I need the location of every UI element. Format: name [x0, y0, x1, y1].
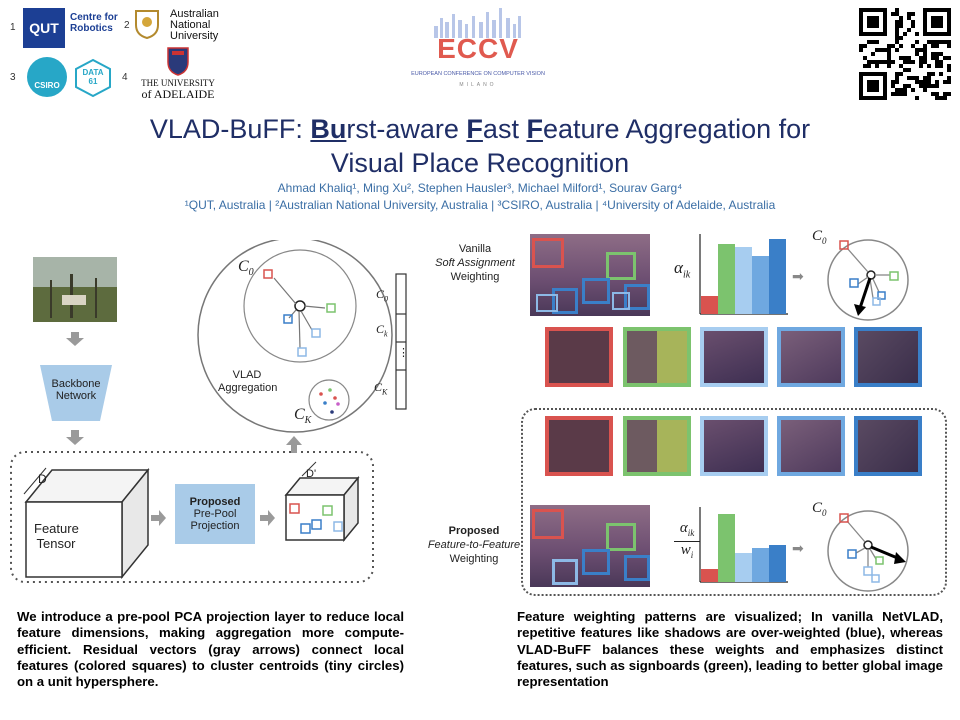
adelaide-logo-text: THE UNIVERSITY of ADELAIDE: [141, 78, 215, 101]
c0-label-vanilla: C0: [812, 228, 827, 246]
proposed-weight-chart: [699, 507, 788, 583]
vanilla-centroid-diagram: [827, 239, 909, 321]
arrow-up-icon: [286, 436, 302, 453]
arrow-down-icon: [66, 332, 84, 346]
qut-logo: QUT: [23, 8, 65, 48]
proposed-scene-image: [530, 505, 650, 587]
paper-title: VLAD-BuFF: Burst-aware Fast Feature Aggr…: [149, 114, 811, 178]
proposed-weighting-label: Proposed Feature-to-Feature Weighting: [427, 525, 521, 565]
arrow-right-icon: [151, 510, 166, 526]
csiro-logo: CSIRO: [27, 57, 67, 97]
vector-ellipsis: ⋮: [398, 347, 409, 359]
ck-centroid-label: CK: [294, 406, 312, 427]
adelaide-crest-icon: [167, 47, 189, 76]
data61-hexagon-icon: [75, 58, 111, 98]
alpha-over-w-label: αik wi: [674, 520, 700, 563]
arrow-right-icon: [260, 510, 275, 526]
proposed-centroid-diagram: [827, 510, 909, 592]
vanilla-weight-chart: [699, 234, 788, 315]
affiliations: ¹QUT, Australia | ²Australian National U…: [184, 198, 776, 212]
vanilla-scene-image: [530, 234, 650, 316]
c0-centroid-label: C0: [238, 258, 254, 279]
alpha-ik-label: αik: [674, 258, 691, 281]
vector-ck-label: Ck: [376, 322, 388, 339]
right-caption: Feature weighting patterns are visualize…: [517, 609, 943, 690]
anu-crest-icon: [135, 10, 159, 39]
eccv-subtitle: EUROPEAN CONFERENCE ON COMPUTER VISION: [411, 71, 545, 77]
patch-blue: [854, 327, 922, 387]
arrow-right-icon: ➡: [792, 268, 804, 284]
eccv-city: MILANO: [459, 82, 497, 88]
patch-lightblue: [700, 416, 768, 476]
pipeline-diagram: [10, 240, 407, 583]
patch-lightblue: [700, 327, 768, 387]
reduced-tensor: [285, 494, 345, 541]
vector-cK-label: CK: [374, 380, 388, 397]
eccv-skyline-icon: [434, 8, 521, 38]
hypersphere: [197, 240, 393, 433]
arrow-right-icon: ➡: [792, 540, 804, 556]
affil-number-2: 2: [124, 20, 130, 31]
d-prime-label: D': [306, 468, 317, 480]
arrow-down-icon: [66, 430, 84, 445]
patch-green: [623, 327, 691, 387]
affil-number-3: 3: [10, 72, 16, 83]
patch-red: [545, 416, 613, 476]
qr-code-icon: [859, 8, 951, 100]
patch-midblue: [777, 416, 845, 476]
vanilla-weighting-label: Vanilla Soft Assignment Weighting: [435, 243, 515, 283]
patch-blue: [854, 416, 922, 476]
eccv-logo: ECCV: [437, 33, 519, 64]
patch-green: [623, 416, 691, 476]
author-list: Ahmad Khaliq¹, Ming Xu², Stephen Hausler…: [277, 181, 683, 195]
d-dimension-label: D: [38, 472, 47, 486]
proposed-frame: [521, 408, 947, 596]
c0-label-proposed: C0: [812, 500, 827, 518]
backbone-network: [40, 365, 112, 421]
pre-pool-projection-box: [175, 484, 255, 544]
pre-pool-projection-label: Proposed Pre-Pool Projection: [189, 496, 241, 532]
affil-number-1: 1: [10, 22, 16, 33]
patch-red: [545, 327, 613, 387]
vector-c0-label: C0: [376, 287, 389, 304]
patch-midblue: [777, 327, 845, 387]
feature-tensor: [25, 501, 123, 578]
left-caption: We introduce a pre-pool PCA projection l…: [17, 609, 404, 690]
affil-number-4: 4: [122, 72, 128, 83]
